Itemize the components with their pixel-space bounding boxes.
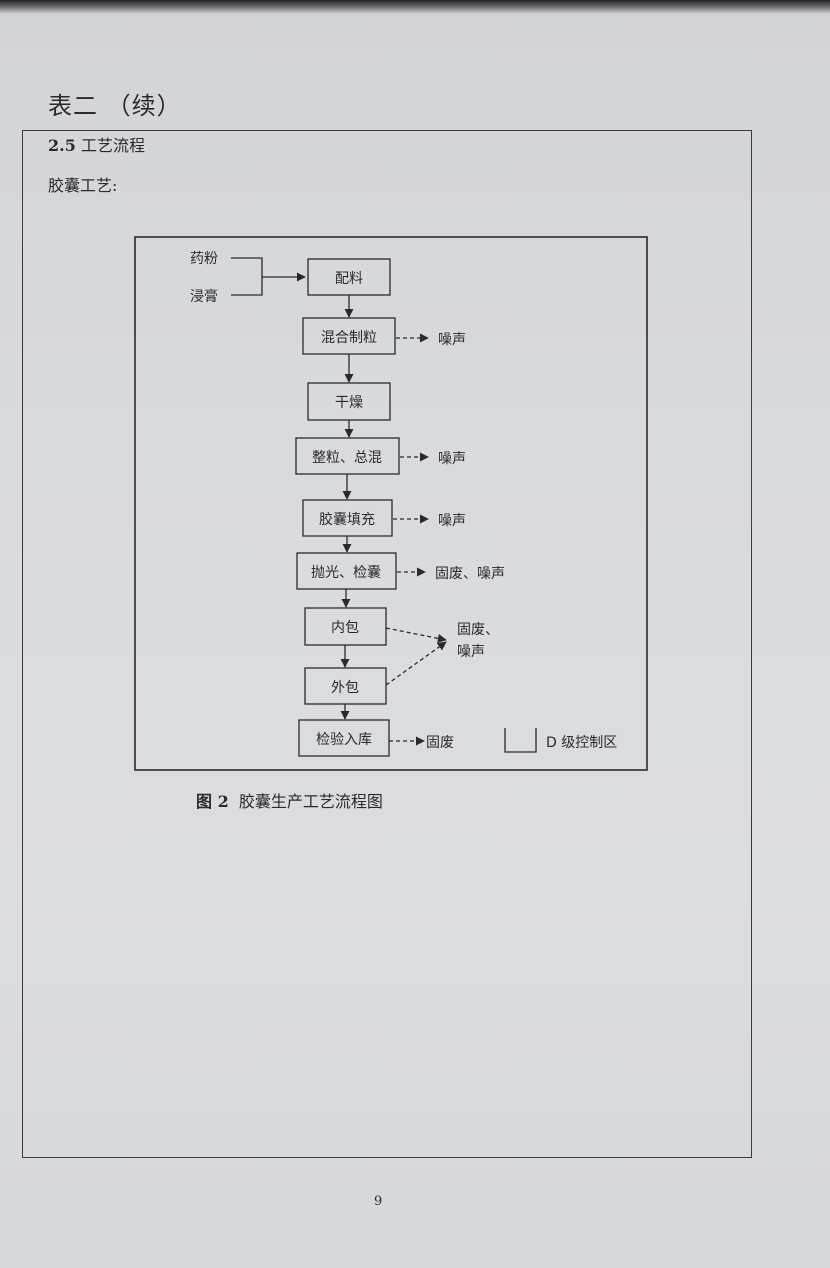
input-label: 浸膏 [190, 288, 218, 305]
figure-caption: 图 2 胶囊生产工艺流程图 [196, 788, 383, 812]
diagram-border [134, 236, 648, 771]
section-title: 2.5 工艺流程 [48, 132, 145, 156]
top-edge-shadow [0, 0, 830, 14]
step-box: 胶囊填充 [302, 499, 393, 537]
legend-symbol [504, 728, 537, 753]
step-label: 配料 [335, 271, 363, 287]
section-title-text: 工艺流程 [80, 136, 145, 155]
output-label: 噪声 [438, 451, 466, 467]
table-frame [22, 130, 752, 1158]
flow-arrows [340, 295, 354, 720]
step-box: 整粒、总混 [295, 437, 400, 475]
step-box: 外包 [304, 667, 387, 705]
step-label: 混合制粒 [321, 330, 377, 346]
step-box: 配料 [307, 258, 391, 296]
input-label: 药粉 [190, 251, 218, 267]
input-bracket [231, 257, 263, 296]
step-box: 检验入库 [298, 719, 390, 757]
step-box: 内包 [304, 607, 387, 646]
output-label: 固废、 [457, 622, 499, 638]
step-label: 整粒、总混 [312, 450, 382, 466]
output-label: 噪声 [457, 644, 485, 660]
step-label: 抛光、检囊 [311, 564, 381, 581]
page-number: 9 [374, 1194, 383, 1209]
output-label: 固废、噪声 [435, 566, 505, 582]
page-heading: 表二 （续） [48, 92, 182, 120]
figure-caption-text: 胶囊生产工艺流程图 [238, 792, 383, 811]
step-box: 混合制粒 [302, 317, 396, 355]
legend-label: D 级控制区 [546, 735, 617, 751]
figure-number: 图 2 [196, 792, 229, 811]
process-subtitle: 胶囊工艺: [48, 176, 118, 195]
output-label: 噪声 [438, 513, 466, 529]
output-label: 固废 [426, 735, 454, 751]
step-label: 干燥 [335, 395, 363, 411]
step-label: 胶囊填充 [319, 511, 375, 528]
step-box: 干燥 [307, 382, 391, 421]
output-label: 噪声 [438, 332, 466, 348]
step-box: 抛光、检囊 [296, 552, 397, 590]
step-label: 内包 [331, 620, 359, 636]
section-number: 2.5 [48, 136, 76, 155]
step-label: 外包 [331, 680, 359, 696]
output-arrows [385, 333, 447, 746]
step-label: 检验入库 [316, 732, 372, 748]
